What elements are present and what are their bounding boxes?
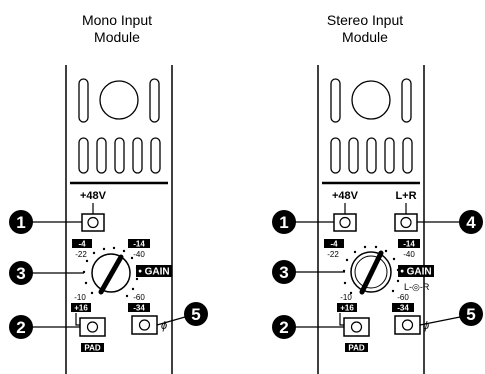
stereo-slot: [384, 137, 395, 174]
mono-phantom-button-led: [87, 216, 99, 229]
stereo-scale-top-right-box: [398, 239, 420, 248]
mono-gain-label: • GAIN: [138, 267, 169, 278]
stereo-title-line2: Module: [342, 29, 388, 45]
stereo-pad-button[interactable]: [343, 317, 370, 337]
stereo-lr-button[interactable]: [394, 213, 418, 232]
stereo-slot: [366, 137, 377, 174]
stereo-callout-1-number: 1: [279, 213, 288, 232]
stereo-callout-1: [272, 210, 296, 234]
mono-gain-knob-pointer: [98, 254, 124, 295]
stereo-lr-button-led: [400, 216, 412, 229]
mono-callout-5-number: 5: [191, 305, 200, 324]
stereo-scale-top-right: -14: [403, 240, 415, 249]
stereo-pad-label-box: [345, 343, 368, 352]
mono-callout-2: [9, 315, 33, 339]
mono-slot: [114, 137, 125, 174]
mono-slot: [150, 137, 161, 174]
mono-callout-1-number: 1: [16, 213, 25, 232]
mono-phase-button[interactable]: [131, 315, 158, 335]
stereo-gain-label-box: [398, 265, 434, 277]
stereo-pad-label: PAD: [348, 344, 365, 353]
mono-phase-button-led: [138, 319, 151, 331]
stereo-callout-4: [459, 210, 483, 234]
stereo-callout-5-number: 5: [466, 305, 475, 324]
mono-title-line1: Mono Input: [82, 12, 152, 28]
stereo-gain-label: • GAIN: [400, 267, 431, 278]
mono-pad-button[interactable]: [79, 317, 106, 337]
mono-scale-bottom-left: +16: [74, 304, 88, 313]
stereo-scale-top-left-box: [324, 239, 344, 248]
stereo-callout-2: [272, 315, 296, 339]
mono-slot: [78, 137, 89, 174]
mono-slot: [96, 137, 107, 174]
stereo-callout-4-number: 4: [466, 213, 476, 232]
mono-scale-bottom-right-box: [128, 303, 150, 312]
mono-scale-top-right: -14: [133, 240, 145, 249]
stereo-phantom-label: +48V: [332, 190, 359, 202]
stereo-slot: [402, 137, 413, 174]
stereo-phase-button[interactable]: [394, 315, 421, 335]
stereo-scale-top-left-sub: -22: [327, 250, 339, 259]
stereo-gain-knob-pointer: [359, 250, 384, 295]
stereo-scale-bottom-left: +16: [340, 304, 354, 313]
mono-scale-top-left: -4: [78, 240, 86, 249]
mono-phase-symbol: ϕ: [161, 320, 167, 332]
mono-scale-bottom-right: -34: [133, 304, 145, 313]
stereo-callout-5: [459, 302, 483, 326]
mono-callout-2-number: 2: [16, 318, 25, 337]
mono-callout-1: [9, 210, 33, 234]
stereo-mode-label: L-◎-R: [404, 282, 430, 292]
stereo-phantom-button-led: [339, 216, 351, 229]
mono-pad-label: PAD: [84, 344, 101, 353]
stereo-callout-3-number: 3: [279, 263, 288, 282]
mono-pad-button-led: [86, 321, 99, 333]
mono-circle-window: [99, 80, 139, 120]
stereo-phantom-button[interactable]: [333, 213, 357, 232]
mono-slot: [132, 137, 143, 174]
mono-phantom-button[interactable]: [81, 213, 105, 232]
mono-callout-5-leader: [156, 316, 186, 326]
stereo-lr-label: L+R: [395, 190, 416, 202]
stereo-scale-top-right-sub: -40: [403, 250, 415, 259]
stereo-circle-window: [351, 80, 391, 120]
mono-title-line2: Module: [94, 29, 140, 45]
mono-scale-top-left-box: [72, 239, 92, 248]
mono-pad-label-box: [81, 343, 104, 352]
stereo-title-line1: Stereo Input: [327, 12, 403, 28]
mono-module: Mono Input Module +48V -4 -22 -14 -40 -1…: [9, 12, 208, 374]
stereo-slot: [401, 78, 412, 123]
stereo-pad-button-led: [350, 321, 363, 333]
mono-scale-bottom-right-sub: -60: [133, 293, 145, 302]
mono-scale-bottom-left-sub: -10: [74, 293, 86, 302]
stereo-callout-5-leader: [419, 316, 461, 326]
stereo-scale-bottom-right: -34: [397, 304, 409, 313]
mono-scale-top-left-sub: -22: [75, 250, 87, 259]
stereo-phase-button-led: [401, 319, 414, 331]
stereo-scale-bottom-right-box: [392, 303, 414, 312]
stereo-module: Stereo Input Module +48V L+R -4 -22 -14 …: [272, 12, 483, 374]
stereo-scale-bottom-right-sub: -60: [397, 293, 409, 302]
stereo-slot: [348, 137, 359, 174]
stereo-scale-top-left: -4: [330, 240, 338, 249]
stereo-slot: [330, 137, 341, 174]
stereo-phase-symbol: ϕ: [423, 320, 429, 332]
mono-scale-bottom-left-box: [71, 303, 91, 312]
stereo-gain-knob-ring: [354, 255, 388, 289]
mono-slot: [78, 78, 89, 123]
mono-scale-top-right-sub: -40: [133, 250, 145, 259]
mono-callout-5: [184, 302, 208, 326]
stereo-scale-bottom-left-sub: -10: [340, 293, 352, 302]
mono-gain-label-box: [136, 265, 172, 277]
mono-callout-3-number: 3: [16, 264, 25, 283]
mono-scale-top-right-box: [128, 239, 150, 248]
mono-slot: [149, 78, 160, 123]
stereo-callout-3: [272, 260, 296, 284]
stereo-slot: [330, 78, 341, 123]
mono-callout-3: [9, 261, 33, 285]
stereo-callout-2-number: 2: [279, 318, 288, 337]
mono-phantom-label: +48V: [80, 190, 107, 202]
stereo-scale-bottom-left-box: [337, 303, 357, 312]
